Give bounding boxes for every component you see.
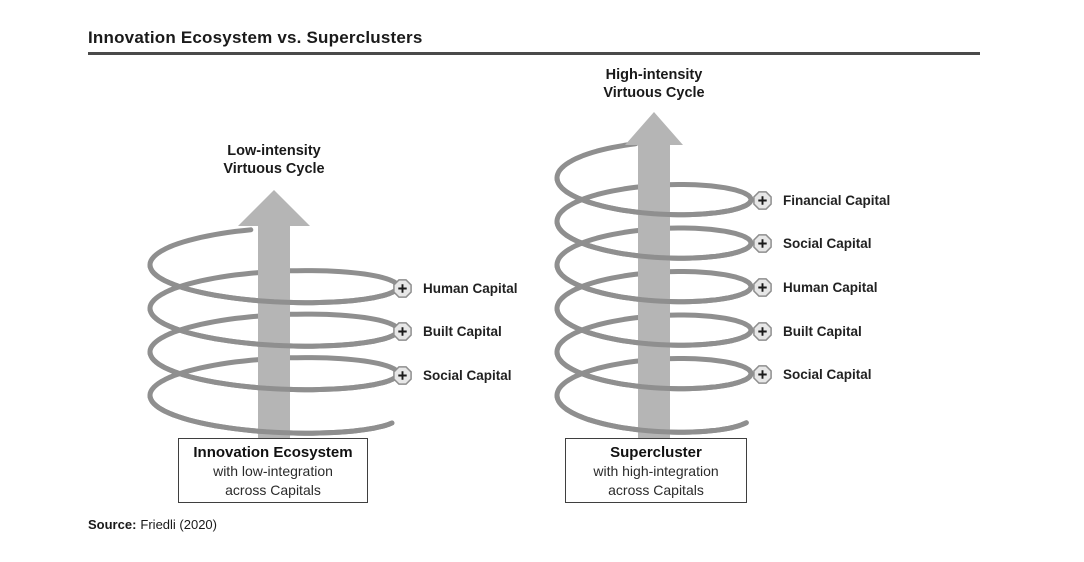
plus-icon xyxy=(753,277,772,297)
capital-label-row: Social Capital xyxy=(752,232,872,254)
capital-label: Built Capital xyxy=(783,323,862,339)
box-title: Supercluster xyxy=(610,444,702,461)
title-underline xyxy=(88,52,980,55)
coil-front-arc xyxy=(147,262,401,306)
box-subtitle-line: with high-integration xyxy=(593,463,719,479)
plus-icon xyxy=(393,321,412,341)
plus-icon xyxy=(753,364,772,384)
page-title: Innovation Ecosystem vs. Superclusters xyxy=(88,28,423,47)
plus-icon xyxy=(753,190,772,210)
box-subtitle-line: with low-integration xyxy=(213,463,333,479)
capital-label: Social Capital xyxy=(783,366,872,382)
capital-label-row: Built Capital xyxy=(752,320,862,342)
cycle-title-line: High-intensity xyxy=(605,67,703,83)
plus-icon xyxy=(393,365,412,385)
cycle-title-line: Virtuous Cycle xyxy=(223,161,325,177)
coil-front-arc xyxy=(554,262,754,305)
coil-front-arc xyxy=(554,218,754,261)
supercluster-box: Supercluster with high-integration acros… xyxy=(565,438,747,503)
coil-front-arc xyxy=(147,392,395,436)
innovation-ecosystem-box: Innovation Ecosystem with low-integratio… xyxy=(178,438,368,503)
capital-label: Human Capital xyxy=(423,280,518,296)
box-subtitle-line: across Capitals xyxy=(608,482,704,498)
capital-label-row: Built Capital xyxy=(392,320,502,342)
capital-label: Built Capital xyxy=(423,323,502,339)
plus-icon xyxy=(393,278,412,298)
capital-label-row: Social Capital xyxy=(752,363,872,385)
capital-label: Social Capital xyxy=(783,235,872,251)
capital-label-row: Human Capital xyxy=(752,276,878,298)
left-cycle-title: Low-intensity Virtuous Cycle xyxy=(174,142,374,178)
plus-icon xyxy=(753,321,772,341)
coil-front-arc xyxy=(147,349,401,393)
source-citation: Friedli (2020) xyxy=(140,517,217,532)
plus-icon xyxy=(753,233,772,253)
coil-front-arc xyxy=(554,305,754,348)
box-subtitle-line: across Capitals xyxy=(225,482,321,498)
capital-label-row: Social Capital xyxy=(392,364,512,386)
source-label: Source: xyxy=(88,517,137,532)
coil-front-arc xyxy=(554,349,754,392)
cycle-title-line: Virtuous Cycle xyxy=(603,85,705,101)
capital-label: Financial Capital xyxy=(783,192,891,208)
cycle-title-line: Low-intensity xyxy=(227,143,321,159)
coil-front-arc xyxy=(554,392,749,435)
upward-arrow xyxy=(625,112,683,452)
coil-front-arc xyxy=(147,305,401,349)
box-title: Innovation Ecosystem xyxy=(193,444,353,461)
source-note: Source:Friedli (2020) xyxy=(88,517,217,532)
capital-label: Social Capital xyxy=(423,367,512,383)
capital-label-row: Financial Capital xyxy=(752,189,890,211)
upward-arrow xyxy=(238,190,310,452)
capital-label-row: Human Capital xyxy=(392,277,518,299)
right-cycle-title: High-intensity Virtuous Cycle xyxy=(554,66,754,102)
coil-front-arc xyxy=(554,175,754,218)
capital-label: Human Capital xyxy=(783,279,878,295)
